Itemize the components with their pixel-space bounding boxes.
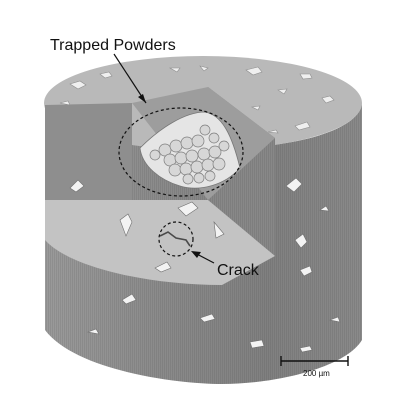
crack [159, 231, 191, 247]
top-pores [59, 65, 335, 134]
trapped-powder-cluster [139, 111, 241, 189]
pores [69, 177, 341, 353]
crack-circle [158, 221, 194, 257]
scale-bar-label: 200 µm [303, 369, 330, 378]
scale-bar: 200 µm [280, 356, 349, 378]
crack-label: Crack [217, 262, 260, 279]
annotation-arrows [113, 53, 215, 264]
trapped-powders-circle [118, 107, 244, 197]
trapped-powders-label: Trapped Powders [50, 37, 176, 54]
cut-face-left [45, 103, 132, 200]
